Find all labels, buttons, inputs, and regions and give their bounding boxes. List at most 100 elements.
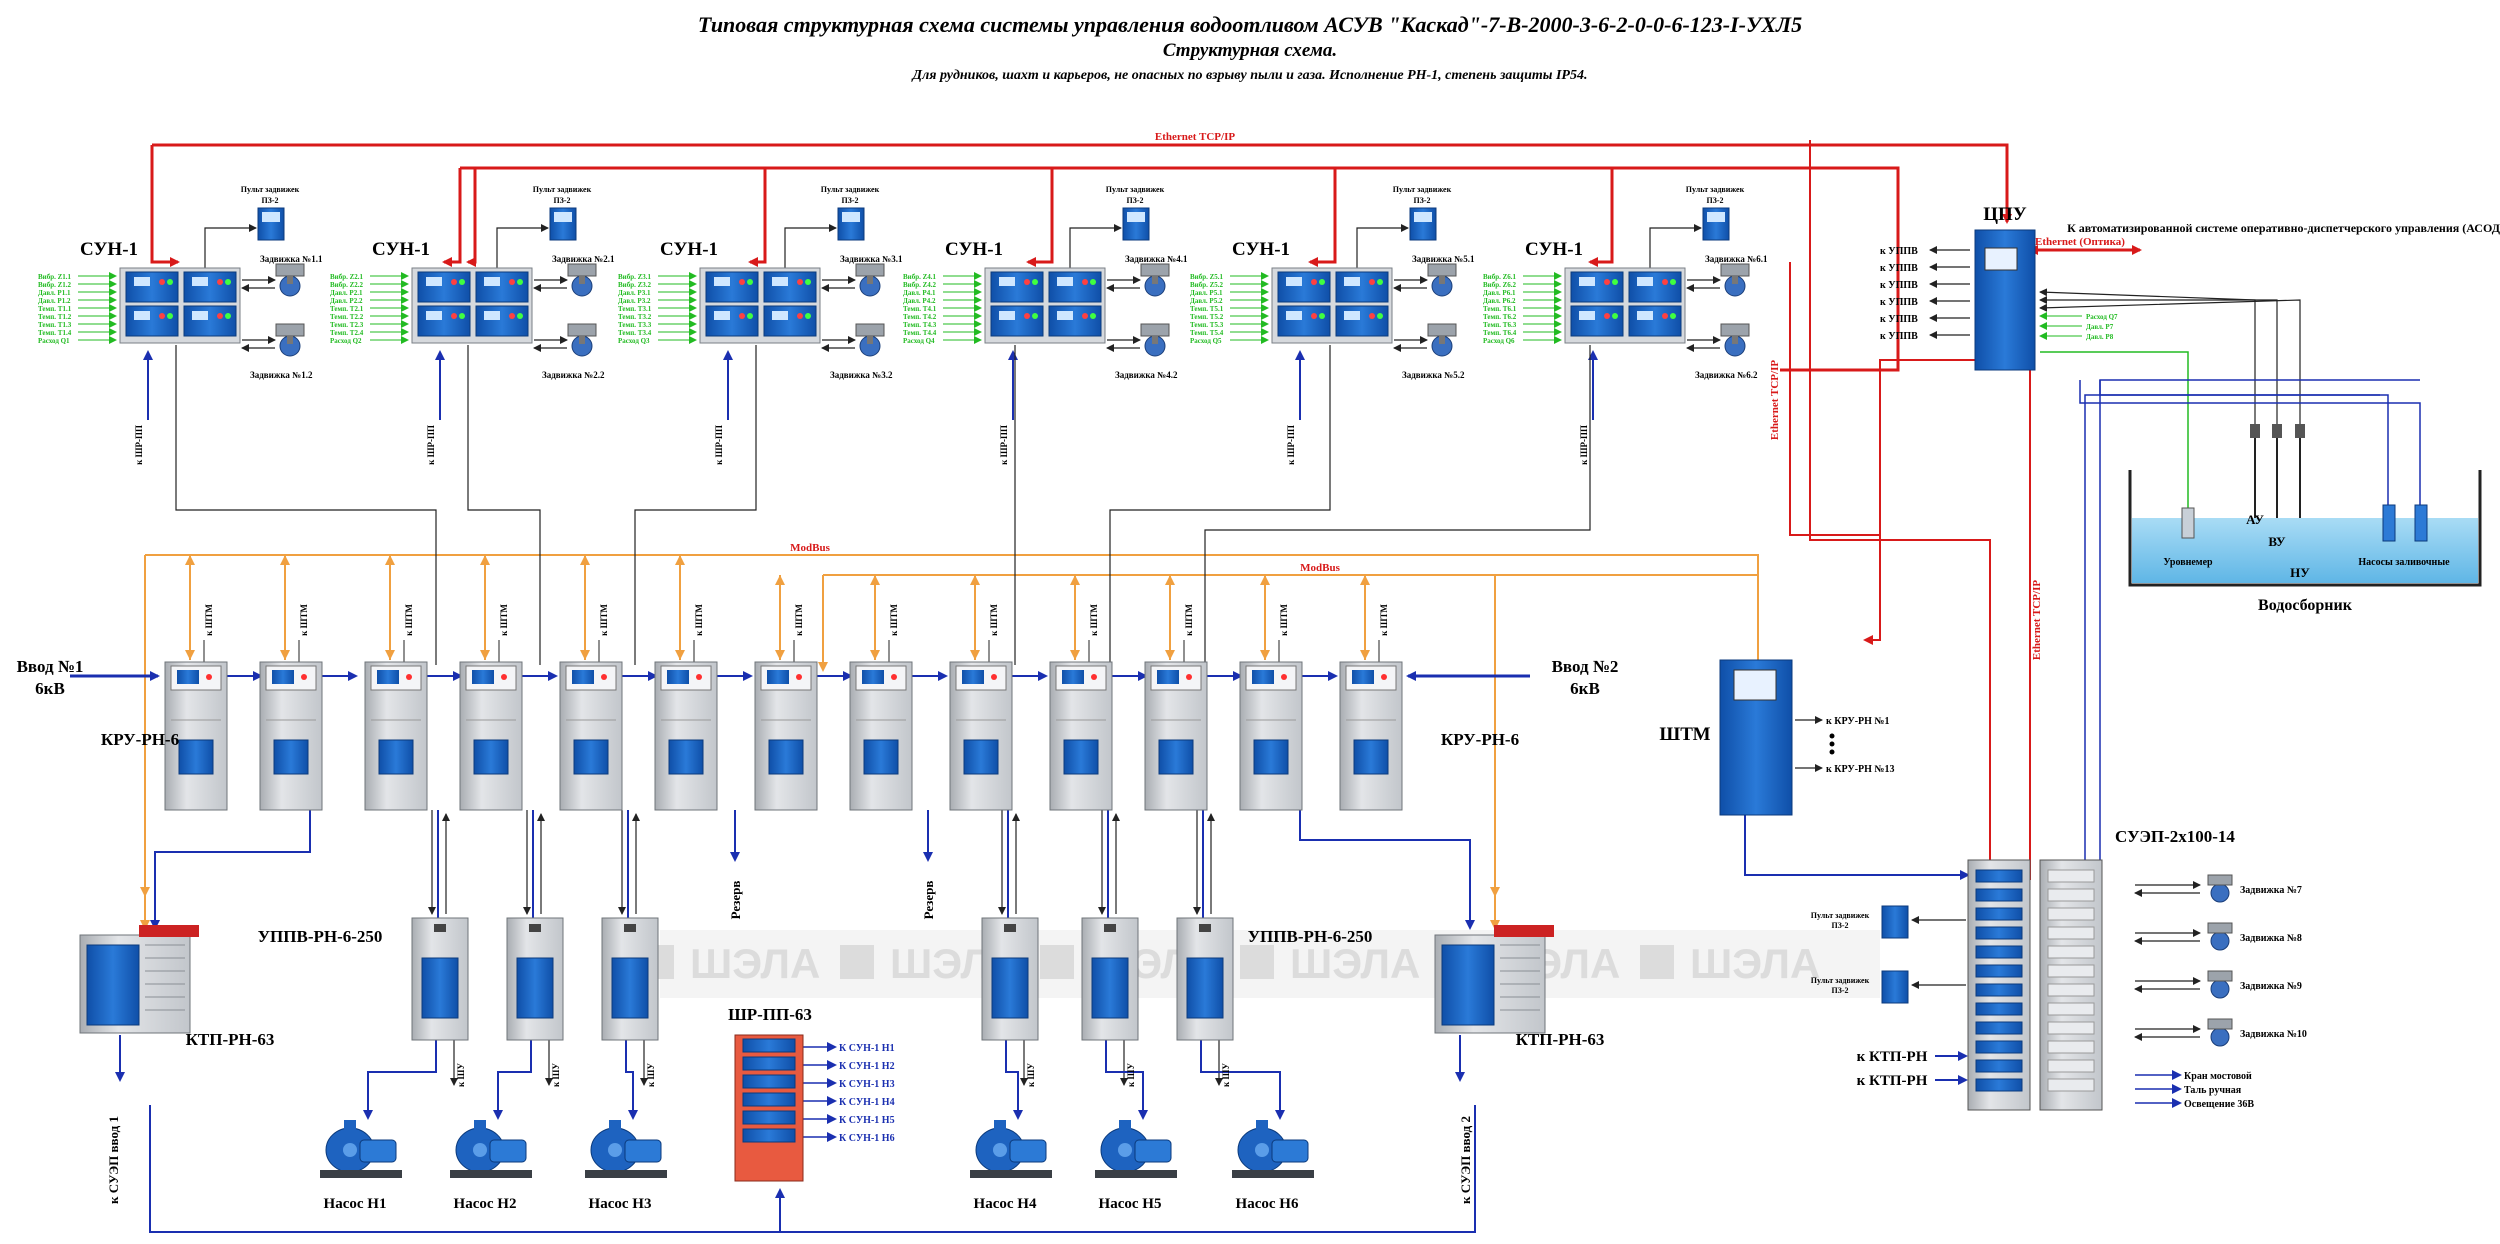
pump-base	[1232, 1170, 1314, 1178]
kru-ktp-2	[1299, 810, 1475, 930]
ellipsis-dot	[1829, 749, 1835, 755]
sun-module	[1335, 271, 1389, 303]
kru-lamp	[501, 674, 507, 680]
shtm-screen	[1733, 669, 1777, 701]
sun-led	[805, 279, 811, 285]
uppv-door	[611, 957, 649, 1019]
k-ktp-label-2: к КТП-РН	[1857, 1073, 1928, 1089]
sun-led	[509, 279, 515, 285]
sun3-input-4: Давл. P3.2	[618, 297, 651, 305]
sun5-input-8: Темп. T5.4	[1190, 329, 1224, 337]
sun-module	[1628, 271, 1682, 303]
suep-module	[1975, 888, 2023, 902]
sun-label-2: СУН-1	[372, 239, 430, 260]
ktp-door	[1441, 944, 1495, 1026]
diagram-title: Типовая структурная схема системы управл…	[697, 12, 1803, 37]
sun-module	[475, 305, 529, 337]
sun2-input-9: Расход Q2	[330, 337, 362, 345]
modbus-arrow-up	[1260, 575, 1270, 585]
pump-inlet	[343, 1143, 357, 1157]
uppv-door	[1091, 957, 1129, 1019]
suep-pult-label-2: Пульт задвижек	[1811, 976, 1870, 985]
modbus-arrow-up	[870, 575, 880, 585]
sun-label-5: СУН-1	[1232, 239, 1290, 260]
kru-screen	[272, 670, 294, 684]
shr-output-1: К СУН-1 Н1	[839, 1043, 895, 1054]
valve-bottom-label-2: Задвижка №2.2	[542, 370, 605, 380]
modbus-arrow-up	[280, 555, 290, 565]
sun-display	[772, 277, 788, 286]
kru-lamp	[406, 674, 412, 680]
connection-line	[1809, 140, 1995, 882]
suep-module	[1975, 945, 2023, 959]
sun4-input-5: Темп. T4.1	[903, 305, 937, 313]
k-shtm-label-10: к ШТМ	[1089, 604, 1099, 636]
pult-screen	[1414, 212, 1432, 222]
modbus-label-2: ModBus	[1300, 562, 1340, 574]
vvod1-kv: 6кВ	[35, 679, 65, 698]
ethernet-vertical-label-2: Ethernet TCP/IP	[2031, 580, 2043, 660]
sun-display	[714, 277, 730, 286]
sun1-input-8: Темп. T1.4	[38, 329, 72, 337]
ellipsis-dot	[1829, 741, 1835, 747]
valve-top-label-3: Задвижка №3.1	[840, 254, 903, 264]
sun-display	[1637, 311, 1653, 320]
sun-display	[484, 277, 500, 286]
suep-valve-label-3: Задвижка №9	[2240, 981, 2302, 992]
pump-inlet	[608, 1143, 622, 1157]
modbus-label-1: ModBus	[790, 542, 830, 554]
level-meter-body	[2181, 507, 2195, 539]
k-suep1-label: к СУЭП ввод 1	[106, 1116, 121, 1204]
kru-screen	[1157, 670, 1179, 684]
sun-module	[1277, 305, 1331, 337]
valve-stem	[1732, 276, 1738, 284]
connection-line	[1052, 166, 1337, 267]
vvod2-kv: 6кВ	[1570, 679, 1600, 698]
kru-lamp	[991, 674, 997, 680]
level-sensor-vu	[2272, 424, 2282, 438]
sun-label-3: СУН-1	[660, 239, 718, 260]
pult-link	[1069, 224, 1122, 268]
priming-pump-2	[2414, 504, 2428, 542]
sun6-input-1: Вибр. Z6.1	[1483, 273, 1517, 281]
pump-outlet	[474, 1120, 486, 1132]
k-shtm-label-13: к ШТМ	[1379, 604, 1389, 636]
sun-led	[451, 279, 457, 285]
pump-base	[585, 1170, 667, 1178]
ethernet-vertical-label-1: Ethernet TCP/IP	[1769, 360, 1781, 440]
shtm-label: ШТМ	[1659, 724, 1710, 745]
k-shu-label-6: к ШУ	[1221, 1063, 1231, 1087]
uppv-label-left: УППВ-РН-6-250	[258, 927, 383, 946]
sun-led	[1612, 279, 1618, 285]
shr-output-5: К СУН-1 Н5	[839, 1115, 895, 1126]
kru-lamp	[696, 674, 702, 680]
kru-ktp-1	[150, 810, 311, 930]
valve-stem	[1732, 336, 1738, 344]
sun-led	[1024, 313, 1030, 319]
sun-led	[1311, 279, 1317, 285]
sun2-input-6: Темп. T2.2	[330, 313, 364, 321]
k-shtm-label-2: к ШТМ	[299, 604, 309, 636]
kru-door	[273, 739, 309, 775]
suep-valve-actuator	[2207, 874, 2233, 886]
suep-extra-1: Кран мостовой	[2184, 1071, 2252, 1082]
cpu-input-2: Давл. P7	[2086, 323, 2114, 331]
priming-pump-1	[2382, 504, 2396, 542]
pump-base	[320, 1170, 402, 1178]
kru-screen	[962, 670, 984, 684]
kru-label-left: КРУ-РН-6	[101, 730, 179, 749]
sun-module	[1048, 271, 1102, 303]
sun5-input-4: Давл. P5.2	[1190, 297, 1223, 305]
sun6-input-9: Расход Q6	[1483, 337, 1515, 345]
k-uppv-label-1: к УППВ	[1880, 246, 1918, 257]
k-shtm-label-5: к ШТМ	[599, 604, 609, 636]
kru-lamp	[796, 674, 802, 680]
k-shtm-label-3: к ШТМ	[404, 604, 414, 636]
uppv-door	[421, 957, 459, 1019]
shr-output-2: К СУН-1 Н2	[839, 1061, 895, 1072]
level-sensor-nu	[2295, 424, 2305, 438]
pump-motor	[359, 1139, 397, 1163]
sun1-input-3: Давл. P1.1	[38, 289, 71, 297]
pz2-label-4: ПЗ-2	[1126, 196, 1143, 205]
